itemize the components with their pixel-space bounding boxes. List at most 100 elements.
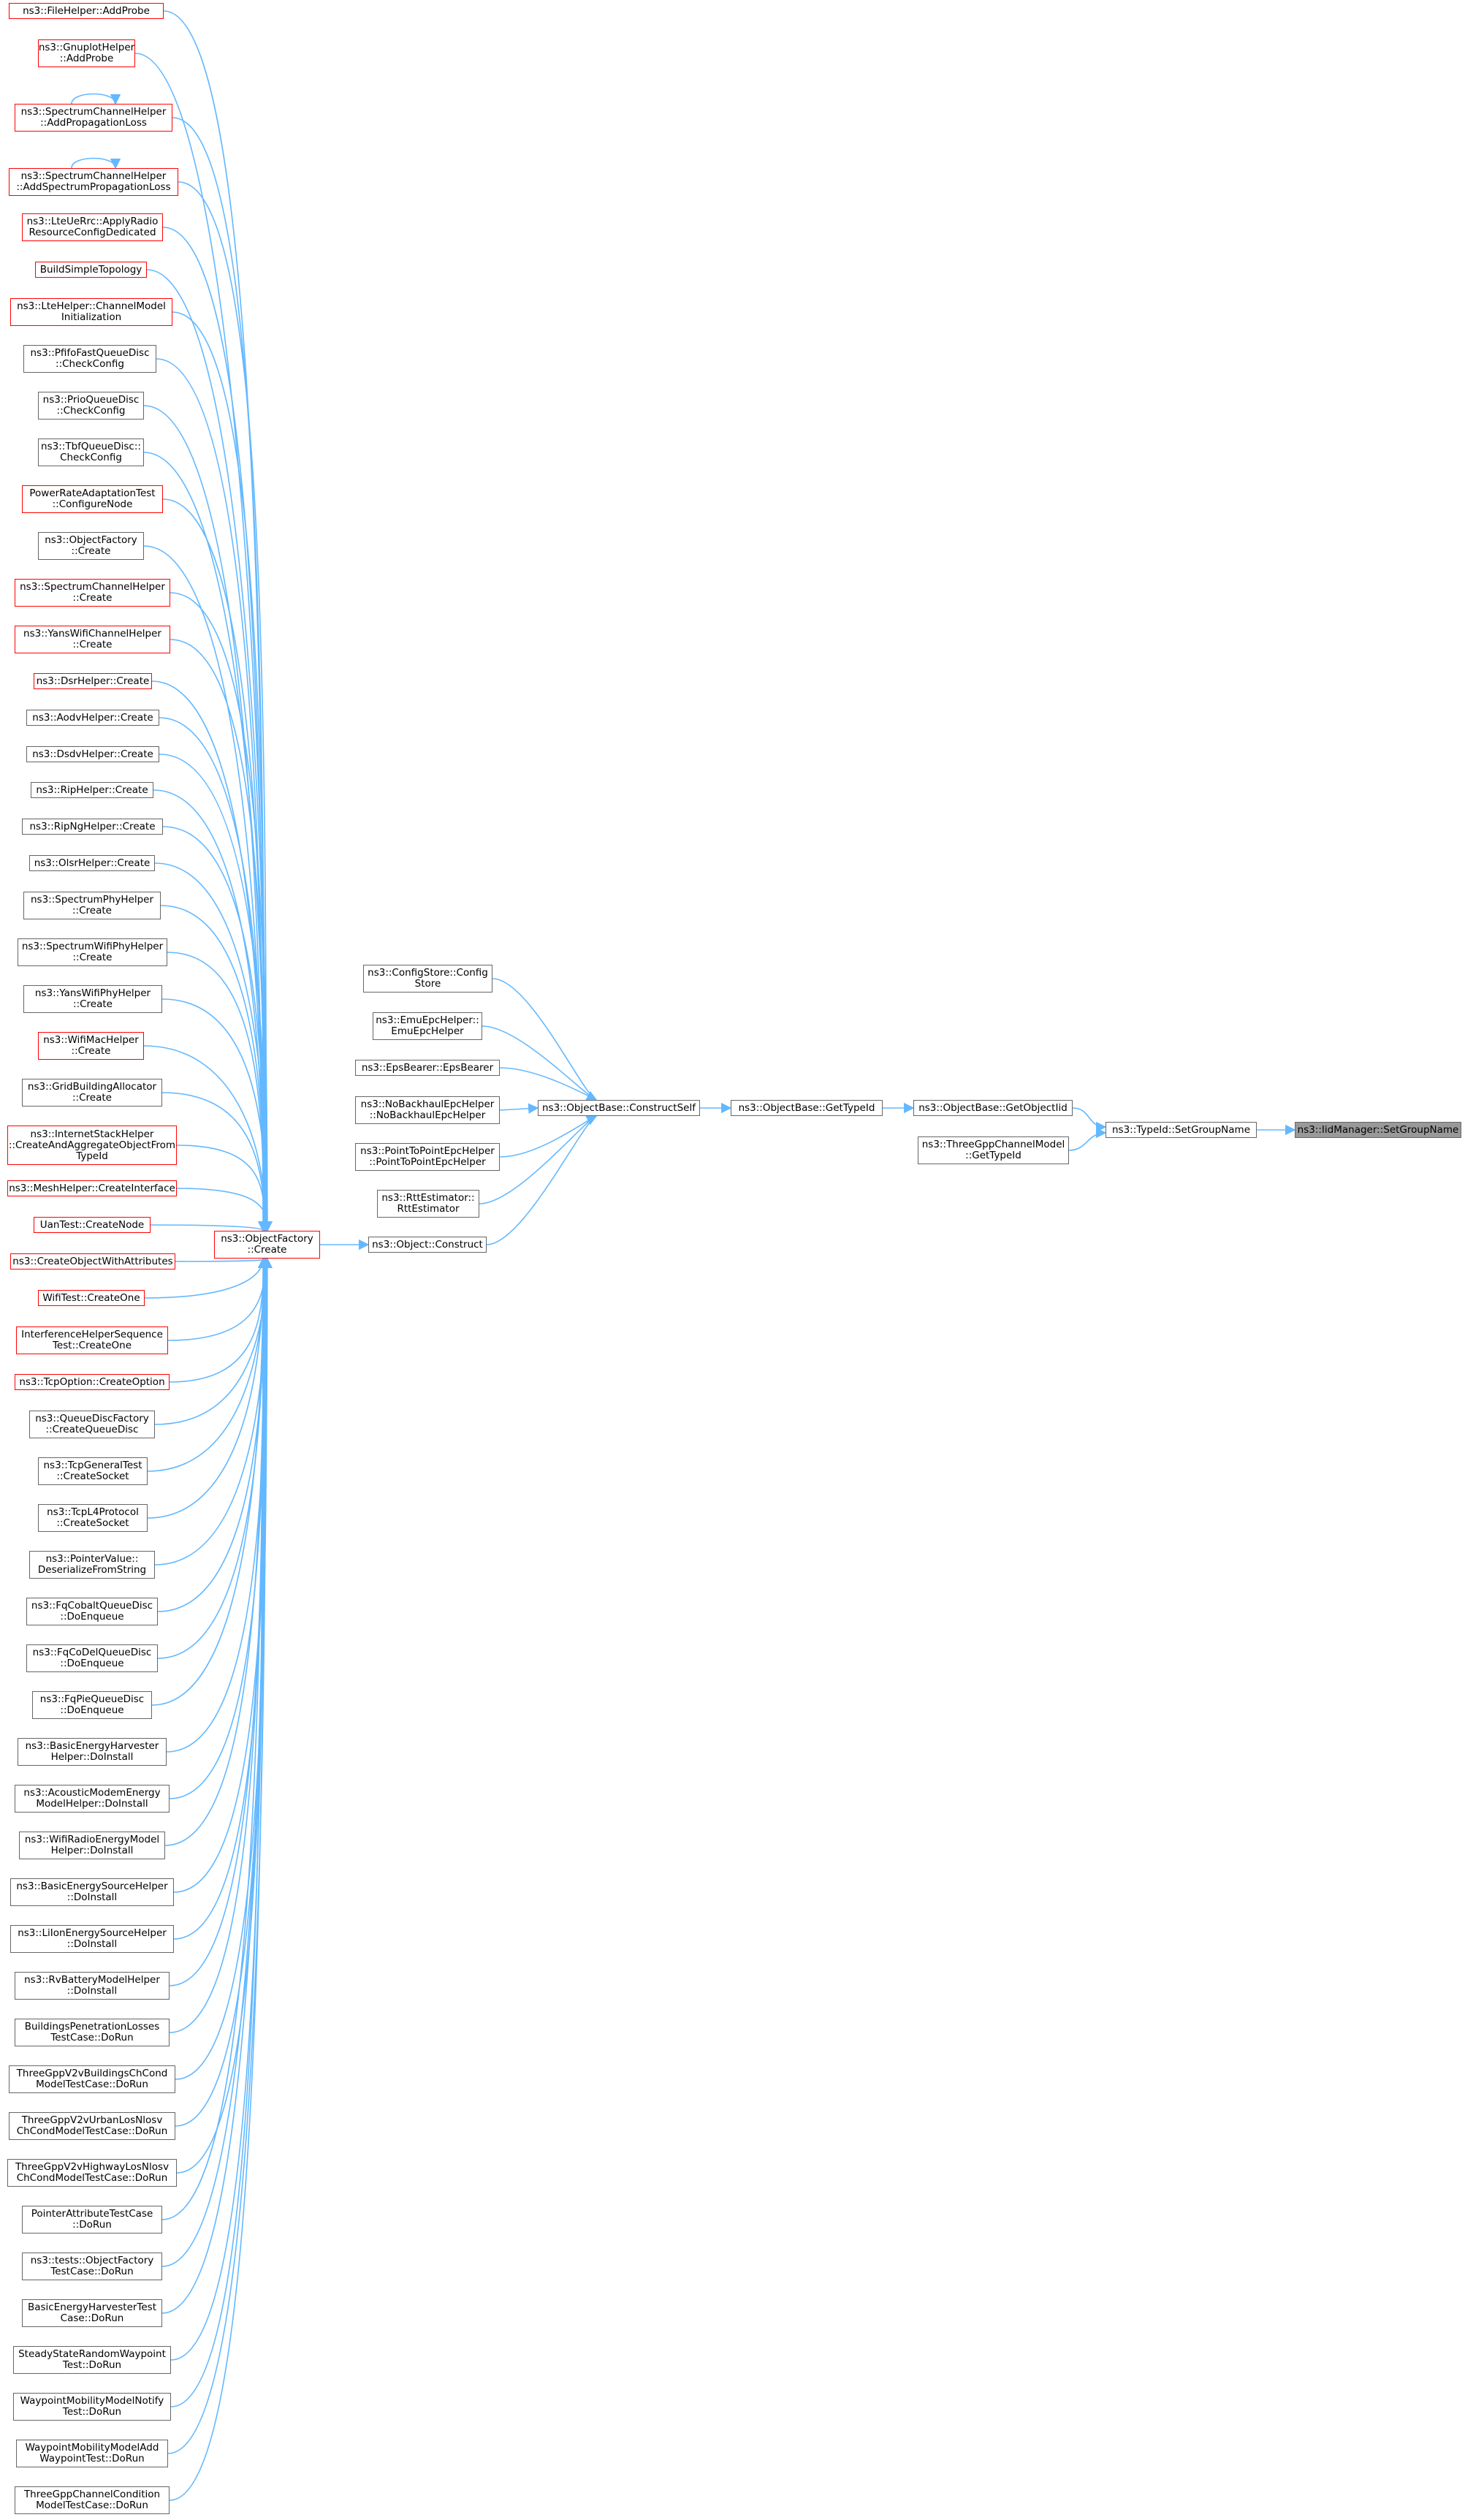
node-olsr-helper-create[interactable]: ns3::OlsrHelper::Create [29,855,155,871]
edge-n13-to-object-factory-create [170,592,273,1232]
node-gnuplot-helper-add-probe[interactable]: ns3::GnuplotHelper ::AddProbe [38,39,135,67]
node-three-gpp-v2v-buildings-ch-cond-model-test-case-do-run[interactable]: ThreeGppV2vBuildingsChCond ModelTestCase… [9,2065,175,2093]
edge-m5-to-construct-self [499,1115,598,1158]
edge-n38-to-object-factory-create [157,1257,270,1659]
edge-n36-to-object-factory-create [154,1257,273,1565]
node-fq-cobalt-queue-disc-do-enqueue[interactable]: ns3::FqCobaltQueueDisc ::DoEnqueue [26,1598,158,1625]
edge-n20-to-object-factory-create [154,862,273,1232]
node-object-base-get-type-id[interactable]: ns3::ObjectBase::GetTypeId [731,1100,883,1116]
node-tcp-l4-protocol-create-socket[interactable]: ns3::TcpL4Protocol ::CreateSocket [38,1504,148,1532]
edge-n47-to-object-factory-create [175,1257,273,2080]
edge-n55-to-object-factory-create [167,1257,272,2454]
node-three-gpp-channel-model-get-type-id[interactable]: ns3::ThreeGppChannelModel ::GetTypeId [918,1136,1069,1164]
edge-n11-to-object-factory-create [162,498,270,1232]
edge-n44-to-object-factory-create [173,1257,272,1940]
node-object-construct[interactable]: ns3::Object::Construct [368,1237,487,1253]
node-rtt-estimator-rtt-estimator[interactable]: ns3::RttEstimator:: RttEstimator [377,1190,479,1218]
node-root-iid-manager-set-group-name[interactable]: ns3::IidManager::SetGroupName [1295,1122,1461,1138]
edge-n28-to-object-factory-create [150,1221,270,1232]
node-power-rate-adaptation-test-configure-node[interactable]: PowerRateAdaptationTest ::ConfigureNode [22,485,163,513]
node-object-factory-create[interactable]: ns3::ObjectFactory ::Create [38,532,144,560]
node-grid-building-allocator-create[interactable]: ns3::GridBuildingAllocator ::Create [22,1079,162,1107]
node-no-backhaul-epc-helper-no-backhaul-epc-helper[interactable]: ns3::NoBackhaulEpcHelper ::NoBackhaulEpc… [355,1096,500,1124]
node-pointer-value-deserialize-from-string[interactable]: ns3::PointerValue:: DeserializeFromStrin… [29,1551,155,1579]
node-fq-co-del-queue-disc-do-enqueue[interactable]: ns3::FqCoDelQueueDisc ::DoEnqueue [26,1644,158,1672]
node-basic-energy-harvester-test-case-do-run[interactable]: BasicEnergyHarvesterTest Case::DoRun [22,2299,162,2327]
edge-n3-to-object-factory-create [172,117,270,1232]
node-wifi-mac-helper-create[interactable]: ns3::WifiMacHelper ::Create [38,1032,144,1060]
node-wifi-radio-energy-model-helper-do-install[interactable]: ns3::WifiRadioEnergyModel Helper::DoInst… [19,1832,165,1859]
node-lte-ue-rrc-apply-radio-resource-config-dedicated[interactable]: ns3::LteUeRrc::ApplyRadio ResourceConfig… [22,213,163,241]
node-three-gpp-channel-condition-model-test-case-do-run[interactable]: ThreeGppChannelCondition ModelTestCase::… [15,2486,170,2514]
node-tests-object-factory-test-case-do-run[interactable]: ns3::tests::ObjectFactory TestCase::DoRu… [22,2253,162,2280]
edge-three-gpp-get-type-id-to-set-group-name [1068,1127,1107,1151]
node-mesh-helper-create-interface[interactable]: ns3::MeshHelper::CreateInterface [7,1180,177,1196]
node-acoustic-modem-energy-model-helper-do-install[interactable]: ns3::AcousticModemEnergy ModelHelper::Do… [15,1785,170,1813]
node-basic-energy-harvester-helper-do-install[interactable]: ns3::BasicEnergyHarvester Helper::DoInst… [18,1738,167,1766]
node-emu-epc-helper-emu-epc-helper[interactable]: ns3::EmuEpcHelper:: EmuEpcHelper [373,1012,482,1040]
node-pfifo-fast-queue-disc-check-config[interactable]: ns3::PfifoFastQueueDisc ::CheckConfig [23,345,156,373]
edge-n45-to-object-factory-create [169,1257,270,1986]
node-tcp-option-create-option[interactable]: ns3::TcpOption::CreateOption [15,1374,170,1390]
node-pointer-attribute-test-case-do-run[interactable]: PointerAttributeTestCase ::DoRun [22,2206,162,2234]
node-spectrum-channel-helper-add-propagation-loss[interactable]: ns3::SpectrumChannelHelper ::AddPropagat… [15,104,172,132]
edge-m7-to-construct-self [486,1115,598,1245]
edge-n31-to-object-factory-create [167,1257,271,1341]
node-basic-energy-source-helper-do-install[interactable]: ns3::BasicEnergySourceHelper ::DoInstall [10,1878,174,1906]
node-object-base-get-object-iid[interactable]: ns3::ObjectBase::GetObjectIid [913,1100,1073,1116]
node-waypoint-mobility-model-notify-test-do-run[interactable]: WaypointMobilityModelNotify Test::DoRun [13,2393,171,2421]
node-spectrum-wifi-phy-helper-create[interactable]: ns3::SpectrumWifiPhyHelper ::Create [18,938,167,966]
edge-n10-to-object-factory-create [143,452,272,1232]
node-spectrum-phy-helper-create[interactable]: ns3::SpectrumPhyHelper ::Create [23,892,161,919]
node-rv-battery-model-helper-do-install[interactable]: ns3::RvBatteryModelHelper ::DoInstall [15,1972,170,2000]
edge-n4-to-object-factory-create [178,181,272,1232]
node-type-id-set-group-name[interactable]: ns3::TypeId::SetGroupName [1106,1122,1257,1138]
edge-n51-to-object-factory-create [161,1257,273,2267]
edge-self-loop-n3 [71,93,121,105]
edge-n54-to-object-factory-create [170,1257,269,2407]
node-queue-disc-factory-create-queue-disc[interactable]: ns3::QueueDiscFactory ::CreateQueueDisc [29,1411,155,1438]
edge-n5-to-object-factory-create [162,227,270,1232]
edge-n19-to-object-factory-create [162,826,271,1232]
node-object-base-construct-self[interactable]: ns3::ObjectBase::ConstructSelf [538,1100,700,1116]
edge-m3-to-construct-self [499,1067,598,1101]
node-dsr-helper-create[interactable]: ns3::DsrHelper::Create [34,673,152,689]
node-rip-helper-create[interactable]: ns3::RipHelper::Create [31,782,153,798]
edge-m1-to-construct-self [492,978,598,1101]
node-waypoint-mobility-model-add-waypoint-test-do-run[interactable]: WaypointMobilityModelAdd WaypointTest::D… [16,2440,168,2467]
node-three-gpp-v2v-urban-los-nlosv-ch-cond-model-test-case-do-run[interactable]: ThreeGppV2vUrbanLosNlosv ChCondModelTest… [9,2112,175,2140]
node-uan-test-create-node[interactable]: UanTest::CreateNode [34,1217,151,1233]
node-tcp-general-test-create-socket[interactable]: ns3::TcpGeneralTest ::CreateSocket [38,1457,148,1485]
edge-n23-to-object-factory-create [161,998,273,1232]
node-spectrum-channel-helper-add-spectrum-propagation-loss[interactable]: ns3::SpectrumChannelHelper ::AddSpectrum… [9,168,178,196]
node-three-gpp-v2v-highway-los-nlosv-ch-cond-model-test-case-do-run[interactable]: ThreeGppV2vHighwayLosNlosv ChCondModelTe… [7,2159,177,2187]
node-yans-wifi-channel-helper-create[interactable]: ns3::YansWifiChannelHelper ::Create [15,626,170,653]
node-wifi-test-create-one[interactable]: WifiTest::CreateOne [38,1290,145,1306]
edge-n17-to-object-factory-create [159,754,273,1232]
node-object-factory-create[interactable]: ns3::ObjectFactory ::Create [214,1231,320,1259]
node-yans-wifi-phy-helper-create[interactable]: ns3::YansWifiPhyHelper ::Create [23,985,162,1013]
node-steady-state-random-waypoint-test-do-run[interactable]: SteadyStateRandomWaypoint Test::DoRun [13,2346,171,2374]
node-internet-stack-helper-create-and-aggregate-object-from-type-id[interactable]: ns3::InternetStackHelper ::CreateAndAggr… [7,1126,177,1165]
edge-n24-to-object-factory-create [143,1045,272,1232]
node-aodv-helper-create[interactable]: ns3::AodvHelper::Create [26,710,159,726]
node-prio-queue-disc-check-config[interactable]: ns3::PrioQueueDisc ::CheckConfig [38,392,144,420]
node-config-store-config-store[interactable]: ns3::ConfigStore::Config Store [363,965,492,993]
node-file-helper-add-probe[interactable]: ns3::FileHelper::AddProbe [9,3,164,19]
node-create-object-with-attributes[interactable]: ns3::CreateObjectWithAttributes [10,1253,175,1270]
node-fq-pie-queue-disc-do-enqueue[interactable]: ns3::FqPieQueueDisc ::DoEnqueue [32,1691,152,1719]
node-interference-helper-sequence-test-create-one[interactable]: InterferenceHelperSequence Test::CreateO… [16,1327,168,1354]
node-tbf-queue-disc-check-config[interactable]: ns3::TbfQueueDisc:: CheckConfig [38,439,144,466]
edge-n21-to-object-factory-create [160,905,271,1232]
node-li-ion-energy-source-helper-do-install[interactable]: ns3::LiIonEnergySourceHelper ::DoInstall [10,1925,174,1953]
node-eps-bearer-eps-bearer[interactable]: ns3::EpsBearer::EpsBearer [355,1060,500,1076]
node-rip-ng-helper-create[interactable]: ns3::RipNgHelper::Create [22,819,163,835]
node-buildings-penetration-losses-test-case-do-run[interactable]: BuildingsPenetrationLosses TestCase::DoR… [15,2019,170,2046]
edge-n29-to-object-factory-create [175,1257,272,1268]
node-lte-helper-channel-model-initialization[interactable]: ns3::LteHelper::ChannelModel Initializat… [10,298,172,326]
node-dsdv-helper-create[interactable]: ns3::DsdvHelper::Create [26,746,159,762]
node-build-simple-topology[interactable]: BuildSimpleTopology [35,262,147,278]
node-point-to-point-epc-helper-point-to-point-epc-helper[interactable]: ns3::PointToPointEpcHelper ::PointToPoin… [355,1143,500,1171]
node-spectrum-channel-helper-create[interactable]: ns3::SpectrumChannelHelper ::Create [15,579,170,607]
